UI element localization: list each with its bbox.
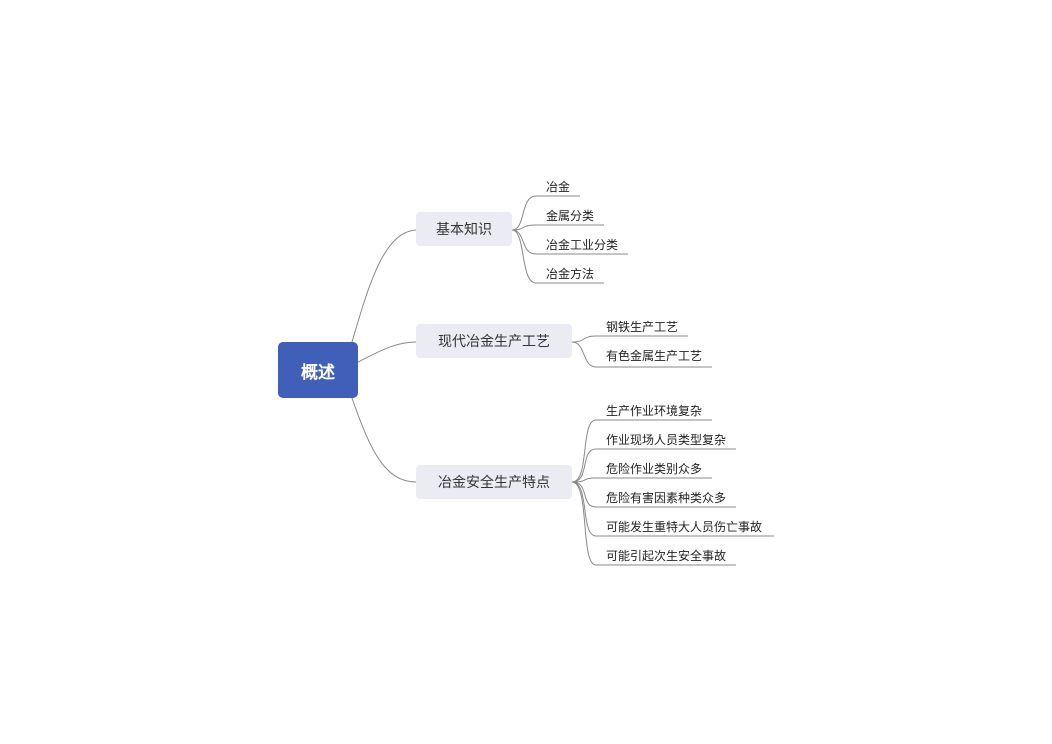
- leaf-topic[interactable]: 冶金工业分类: [546, 238, 619, 252]
- branch-leaf-connector: [511, 195, 537, 231]
- branch-leaf-connector: [511, 229, 537, 284]
- leaf-topic[interactable]: 可能引起次生安全事故: [606, 549, 727, 563]
- leaf-topic[interactable]: 冶金: [546, 180, 571, 194]
- leaf-topic[interactable]: 可能发生重特大人员伤亡事故: [606, 520, 763, 534]
- branch-leaf-connector: [571, 419, 597, 483]
- branch-topic-safety-features[interactable]: 冶金安全生产特点: [416, 465, 572, 499]
- leaf-topic[interactable]: 有色金属生产工艺: [606, 349, 703, 363]
- branch-leaf-connector: [571, 335, 597, 343]
- root-topic[interactable]: 概述: [278, 342, 358, 398]
- leaf-topic[interactable]: 生产作业环境复杂: [606, 404, 703, 418]
- branch-leaf-connector: [511, 229, 537, 255]
- leaf-topic[interactable]: 作业现场人员类型复杂: [606, 433, 727, 447]
- branch-leaf-connector: [571, 477, 597, 483]
- branch-leaf-connector: [571, 481, 597, 537]
- leaf-topic[interactable]: 金属分类: [546, 209, 595, 223]
- root-branch-connector: [351, 229, 417, 343]
- branch-leaf-connector: [571, 481, 597, 566]
- branch-leaf-connector: [571, 448, 597, 483]
- leaf-topic[interactable]: 危险有害因素种类众多: [606, 491, 727, 505]
- root-branch-connector: [357, 341, 417, 363]
- branch-leaf-connector: [511, 224, 537, 231]
- leaf-topic[interactable]: 危险作业类别众多: [606, 462, 703, 476]
- branch-topic-modern-process[interactable]: 现代冶金生产工艺: [416, 324, 572, 358]
- leaf-topic[interactable]: 钢铁生产工艺: [606, 320, 679, 334]
- root-branch-connector: [351, 397, 417, 483]
- branch-topic-basic-knowledge[interactable]: 基本知识: [416, 212, 512, 246]
- branch-leaf-connector: [571, 341, 597, 368]
- leaf-topic[interactable]: 冶金方法: [546, 267, 595, 281]
